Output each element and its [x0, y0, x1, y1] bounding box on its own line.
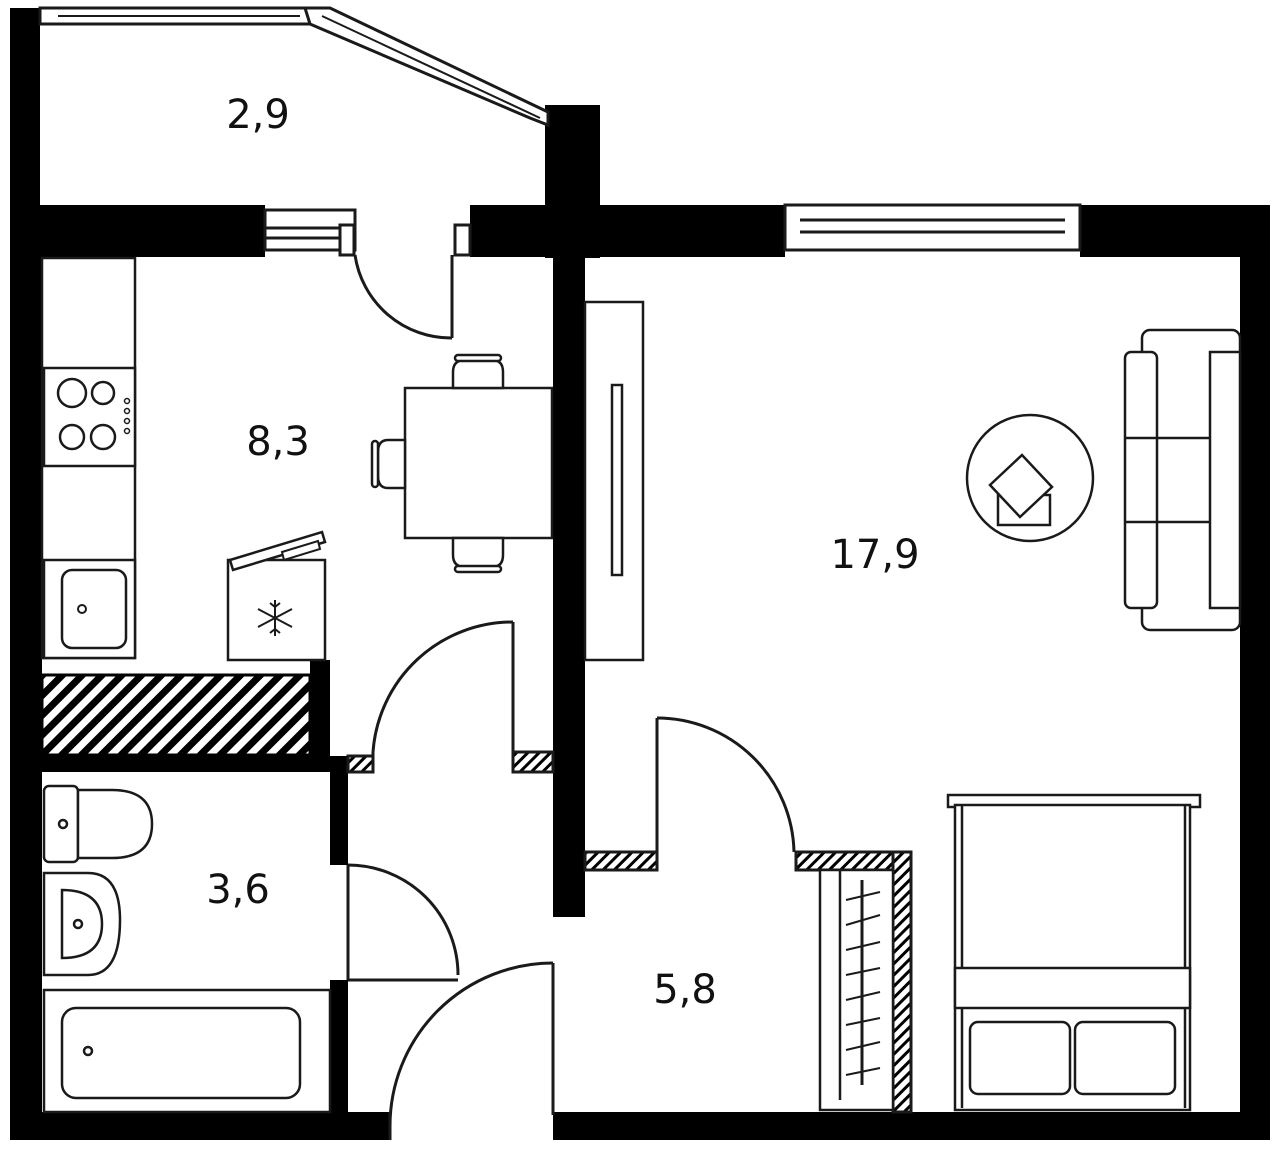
burner-icon: [56, 377, 88, 409]
dining-chairs: [370, 353, 505, 574]
kitchen-door: [346, 620, 555, 774]
balcony-area-label: 2,9: [226, 92, 290, 138]
bathroom-door: [346, 863, 460, 982]
sofa: [1123, 328, 1242, 632]
outer-walls: [10, 8, 1270, 1140]
kitchen-balcony-door: [353, 254, 454, 340]
bed: [946, 793, 1202, 1112]
windows: [263, 203, 1082, 257]
hall-area-label: 5,8: [653, 967, 717, 1013]
living-door: [583, 716, 913, 1114]
burner-icon: [58, 423, 86, 451]
ventilation-shaft: [40, 673, 312, 757]
entrance-door: [388, 961, 555, 1140]
bathtub: [42, 988, 332, 1114]
dining-table: [403, 386, 554, 540]
living-room: 17,9: [583, 300, 1242, 1112]
living-area-label: 17,9: [830, 532, 919, 578]
bathroom-area-label: 3,6: [206, 867, 270, 913]
snowflake-icon: [257, 600, 293, 636]
stove: [42, 366, 137, 468]
kitchen-area-label: 8,3: [246, 419, 310, 465]
living-window: [783, 203, 1082, 252]
kitchen-sink: [60, 568, 128, 650]
washbasin: [42, 871, 122, 977]
drain-icon: [77, 604, 87, 614]
fridge-door: [228, 530, 327, 572]
fridge: [226, 558, 327, 662]
stove-knobs-icon: [123, 397, 131, 435]
book-icon: [988, 453, 1054, 527]
wardrobe: [818, 868, 895, 1112]
tv: [610, 383, 624, 577]
toilet: [42, 784, 154, 864]
kitchen: 8,3: [40, 256, 554, 662]
burner-icon: [89, 423, 117, 451]
balcony: 2,9: [38, 6, 550, 138]
bathroom: 3,6: [42, 784, 332, 1114]
burner-icon: [90, 380, 116, 406]
